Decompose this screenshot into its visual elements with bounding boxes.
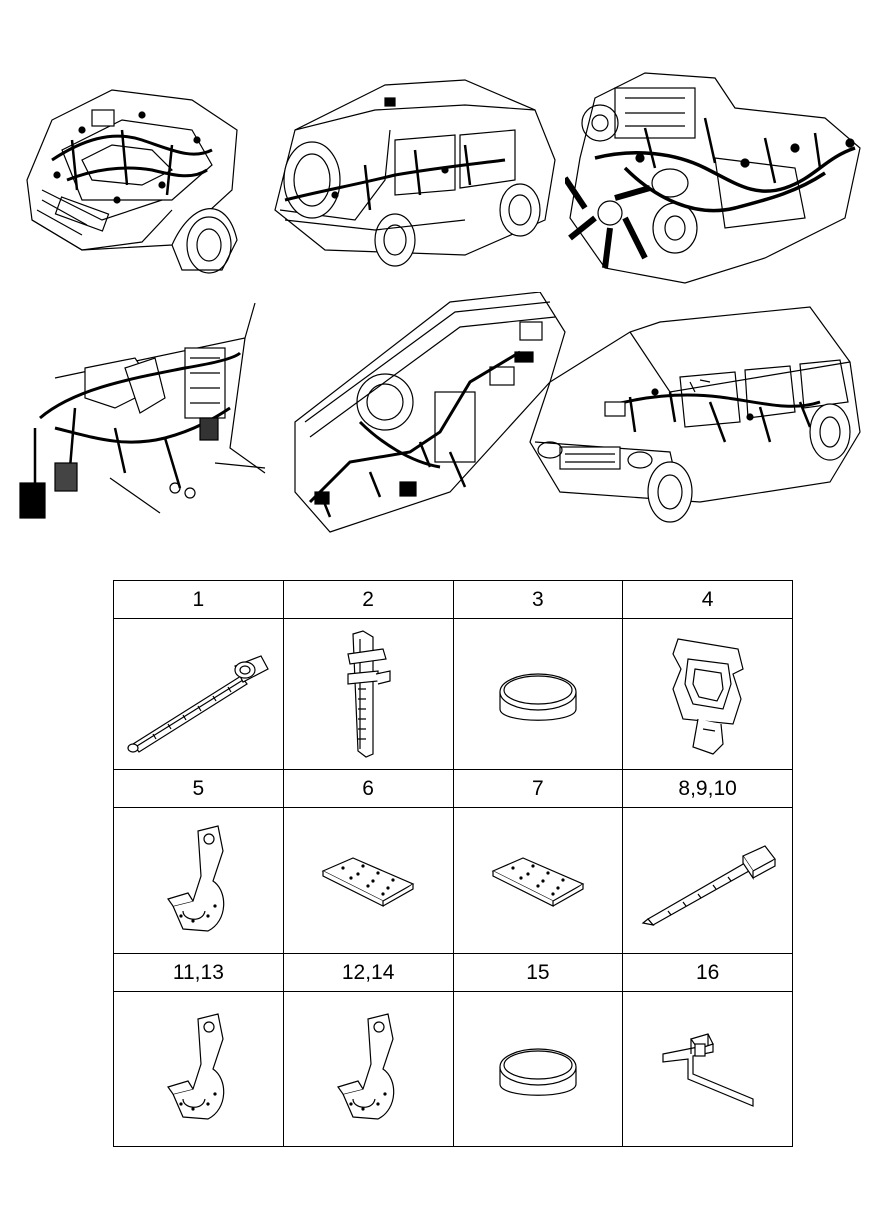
harness-clip-icon bbox=[671, 638, 744, 755]
part-label: 15 bbox=[452, 953, 624, 992]
part-image-cell bbox=[622, 807, 793, 954]
part-label: 12,14 bbox=[282, 953, 454, 992]
part-image-cell bbox=[113, 991, 284, 1147]
harness-bracket-clamp-icon bbox=[167, 1013, 225, 1120]
part-image-cell bbox=[452, 991, 624, 1147]
part-label: 3 bbox=[452, 580, 624, 619]
part-label: 8,9,10 bbox=[622, 769, 793, 808]
engine-harness-illustration bbox=[565, 68, 865, 293]
instrument-panel-harness-illustration bbox=[290, 292, 570, 534]
foam-pad-icon bbox=[321, 856, 415, 907]
part-image-cell bbox=[622, 991, 793, 1147]
part-image-cell bbox=[452, 807, 624, 954]
part-label: 4 bbox=[622, 580, 793, 619]
part-label: 7 bbox=[452, 769, 624, 808]
cable-tie-icon bbox=[641, 844, 776, 926]
push-mount-cable-tie-icon bbox=[347, 630, 391, 758]
part-image-cell bbox=[113, 618, 284, 770]
rear-body-harness-illustration bbox=[265, 70, 565, 280]
harness-bracket-clamp-icon bbox=[337, 1013, 395, 1120]
part-label: 2 bbox=[282, 580, 454, 619]
cable-tie-with-mount-icon bbox=[127, 655, 270, 753]
part-image-cell bbox=[282, 991, 454, 1147]
vehicle-body-harness-illustration bbox=[520, 302, 865, 532]
harness-holder-icon bbox=[662, 1033, 754, 1107]
part-image-cell bbox=[282, 807, 454, 954]
grommet-plug-icon bbox=[499, 673, 577, 721]
parts-table: 1 2 3 4 bbox=[113, 580, 793, 1147]
harness-bracket-clamp-icon bbox=[167, 824, 225, 932]
part-label: 5 bbox=[113, 769, 284, 808]
part-image-cell bbox=[113, 807, 284, 954]
part-label: 11,13 bbox=[113, 953, 284, 992]
engine-bay-harness-illustration bbox=[22, 70, 247, 280]
interior-dash-harness-illustration bbox=[15, 298, 270, 523]
part-label: 6 bbox=[282, 769, 454, 808]
foam-pad-icon bbox=[491, 856, 585, 907]
part-image-cell bbox=[282, 618, 454, 770]
part-image-cell bbox=[452, 618, 624, 770]
part-label: 1 bbox=[113, 580, 284, 619]
part-image-cell bbox=[622, 618, 793, 770]
part-label: 16 bbox=[622, 953, 793, 992]
grommet-plug-icon bbox=[499, 1048, 577, 1096]
